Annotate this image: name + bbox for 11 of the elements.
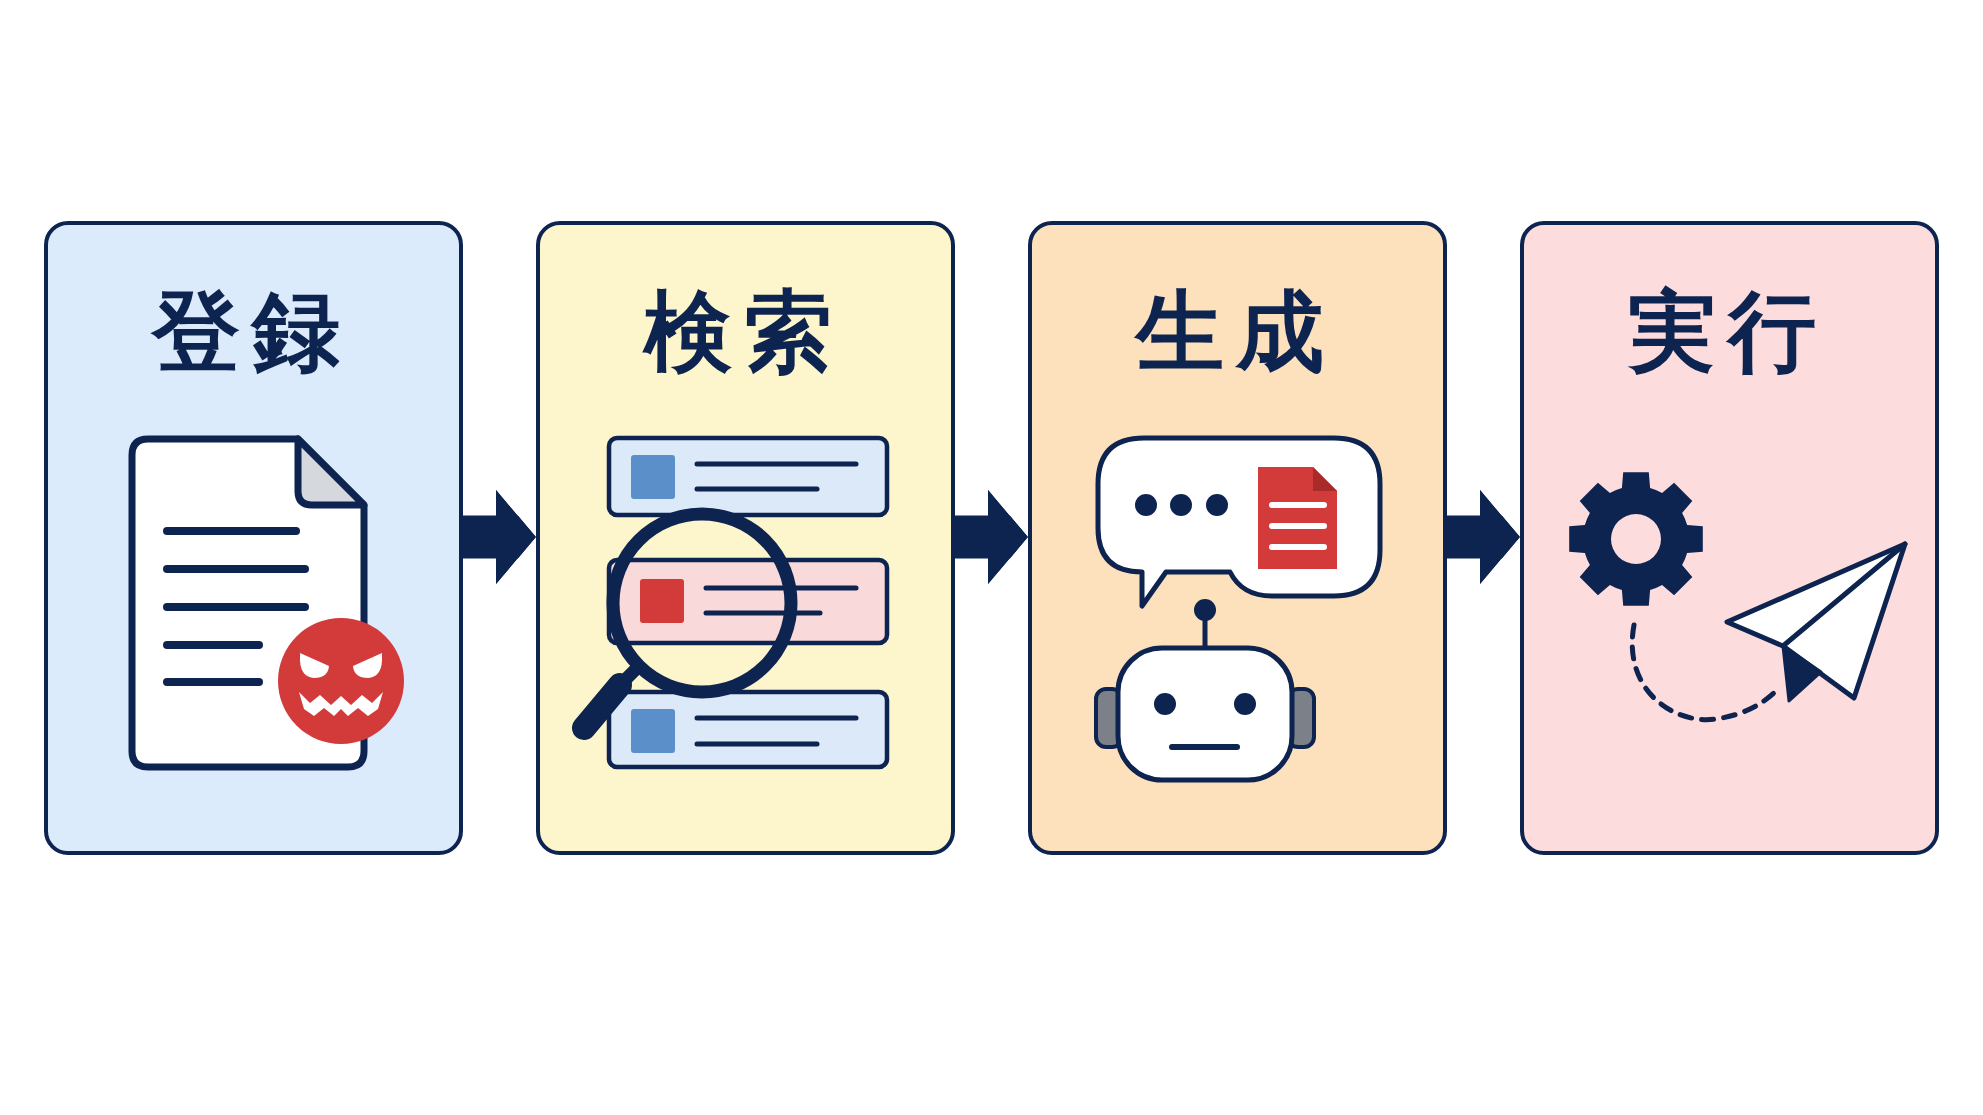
step-title: 生成: [1133, 281, 1336, 383]
step-panel: [536, 221, 955, 855]
step-panel: [1028, 221, 1447, 855]
step-panel: [1520, 221, 1939, 855]
arrow: [955, 489, 1028, 585]
step-title: 登録: [149, 281, 352, 383]
step-panel: [44, 221, 463, 855]
arrow: [463, 489, 536, 585]
arrow: [1447, 489, 1520, 585]
step-title: 実行: [1626, 281, 1828, 383]
step-title: 検索: [641, 281, 844, 383]
